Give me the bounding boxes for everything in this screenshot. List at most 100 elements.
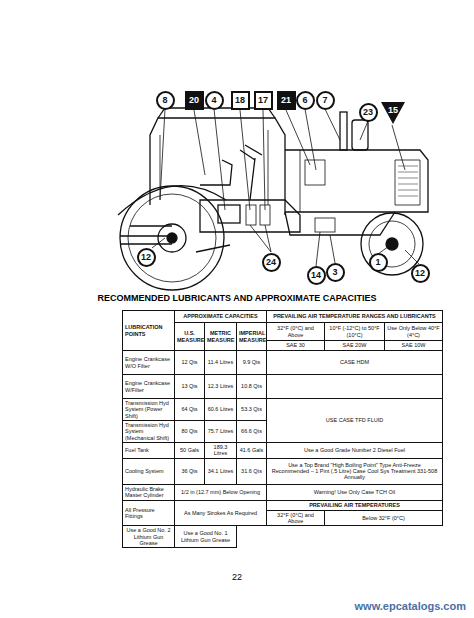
page-number: 22: [0, 572, 474, 582]
cell-text: SAE 20W: [343, 342, 367, 348]
callout-number: 23: [359, 103, 378, 122]
cell-text: Fuel Tank: [125, 447, 149, 453]
table-cell: SAE 10W: [385, 341, 443, 351]
table-cell: SAE 20W: [325, 341, 385, 351]
cell-text: 80 Qts: [181, 428, 197, 434]
table-cell: Below 32°F (0°C): [325, 510, 443, 526]
watermark: www.epcatalogs.com: [355, 600, 466, 612]
cell-text: 12 Qts: [181, 359, 197, 365]
table-cell: Transmission Hyd System (Mechanical Shif…: [123, 421, 175, 443]
table-cell: 60.6 Litres: [205, 399, 237, 421]
callout-text: 17: [258, 95, 268, 105]
table-cell: APPROXIMATE CAPACITIES: [175, 311, 267, 323]
callout-number: 8: [156, 91, 175, 110]
table-cell: 36 Qts: [175, 458, 205, 484]
callout-text: 8: [162, 95, 167, 105]
table-cell: Use a Good Grade Number 2 Diesel Fuel: [267, 443, 443, 459]
table-cell: Engine Crankcase W/Filter: [123, 375, 175, 399]
table-cell: 11.4 Litres: [205, 351, 237, 375]
callout-text: 20: [189, 95, 199, 105]
table-cell: 12.3 Litres: [205, 375, 237, 399]
table-cell: SAE 30: [267, 341, 325, 351]
callout-number: 17: [254, 91, 273, 110]
cell-text: U.S. MEASURE: [177, 330, 205, 342]
table-cell: 53.3 Qts: [237, 399, 267, 421]
table-cell: METRIC MEASURE: [205, 323, 237, 351]
cell-text: Use a Good No. 2 Lithium Gun Grease: [126, 527, 170, 546]
table-cell: 80 Qts: [175, 421, 205, 443]
cell-text: 189.3 Litres: [214, 444, 228, 456]
cell-text: Hydraulic Brake Master Cylinder: [125, 486, 164, 498]
table-cell: 50 Gals: [175, 443, 205, 459]
callout-text: 21: [281, 95, 291, 105]
cell-text: Warning! Use Only Case TCH Oil: [314, 489, 395, 495]
callout-text: 4: [211, 95, 216, 105]
table-cell: 189.3 Litres: [205, 443, 237, 459]
table-cell: Cooling System: [123, 458, 175, 484]
cell-text: IMPERIAL MEASURE: [239, 330, 267, 342]
table-cell: Engine Crankcase W/O Filter: [123, 351, 175, 375]
callout-number: 20: [185, 91, 204, 110]
cell-text: SAE 30: [286, 342, 305, 348]
callout-number: 12: [411, 264, 430, 283]
cell-text: Cooling System: [125, 468, 164, 474]
cell-text: 32°F (0°C) and Above: [277, 512, 314, 524]
table-cell: 66.6 Qts: [237, 421, 267, 443]
table-cell: PREVAILING AIR TEMPERATURES: [267, 500, 443, 510]
cell-text: CASE HDM: [340, 359, 369, 365]
callout-text: 3: [332, 267, 337, 277]
cell-text: Below 32°F (0°C): [362, 515, 405, 521]
callout-text: 24: [266, 257, 276, 267]
table-cell: Use a Good No. 2 Lithium Gun Grease: [123, 526, 175, 548]
cell-text: 12.3 Litres: [208, 383, 234, 389]
cell-text: As Many Strokes As Required: [184, 510, 257, 516]
callout-text: 6: [302, 95, 307, 105]
callout-text: 1: [375, 257, 380, 267]
table-cell: PREVAILING AIR TEMPERATURE RANGES AND LU…: [267, 311, 443, 323]
table-cell: Hydraulic Brake Master Cylinder: [123, 484, 175, 500]
callout-number: 18: [231, 91, 250, 110]
table-cell: 41.6 Gals: [237, 443, 267, 459]
cell-text: 53.3 Qts: [241, 406, 262, 412]
cell-text: 66.6 Qts: [241, 428, 262, 434]
cell-text: APPROXIMATE CAPACITIES: [183, 313, 257, 319]
figure-title: RECOMMENDED LUBRICANTS AND APPROXIMATE C…: [0, 293, 474, 303]
cell-text: PREVAILING AIR TEMPERATURES: [309, 502, 400, 508]
cell-text: 32°F (0°C) and Above: [277, 325, 314, 337]
cell-text: Engine Crankcase W/O Filter: [125, 356, 170, 368]
cell-text: All Pressure Fittings: [125, 507, 155, 519]
callout-number: 12: [137, 248, 156, 267]
lubricant-table: LUBRICATION POINTSAPPROXIMATE CAPACITIES…: [122, 310, 443, 548]
callout-number: 6: [296, 91, 315, 110]
callout-text: 15: [388, 105, 398, 115]
table-cell: 75.7 Litres: [205, 421, 237, 443]
cell-text: 60.6 Litres: [208, 406, 234, 412]
cell-text: 34.1 Litres: [208, 468, 234, 474]
cell-text: Transmission Hyd System (Mechanical Shif…: [125, 422, 169, 441]
table-cell: Transmission Hyd System (Power Shift): [123, 399, 175, 421]
table-cell: Warning! Use Only Case TCH Oil: [267, 484, 443, 500]
table-cell: 12 Qts: [175, 351, 205, 375]
table-cell: 64 Qts: [175, 399, 205, 421]
cell-text: Use a Good Grade Number 2 Diesel Fuel: [304, 447, 405, 453]
table-cell: Use a Good No. 1 Lithium Gun Grease: [175, 526, 237, 548]
cell-text: 41.6 Gals: [240, 447, 264, 453]
table-cell: Use a Top Brand "High Boiling Point" Typ…: [267, 458, 443, 484]
table-cell: 1/2 in (12.7 mm) Below Opening: [175, 484, 267, 500]
cell-text: Engine Crankcase W/Filter: [125, 380, 170, 392]
cell-text: Use Only Below 40°F (4°C): [387, 325, 439, 337]
cell-text: 50 Gals: [180, 447, 199, 453]
table-cell: Fuel Tank: [123, 443, 175, 459]
cell-text: 1/2 in (12.7 mm) Below Opening: [181, 489, 260, 495]
cell-text: 36 Qts: [181, 468, 197, 474]
table-cell: USE CASE TFD FLUID: [267, 399, 443, 443]
callout-number: 7: [316, 91, 335, 110]
cell-text: METRIC MEASURE: [207, 330, 235, 342]
table-cell: 32°F (0°C) and Above: [267, 323, 325, 341]
callout-number: 1: [369, 253, 388, 272]
callout-text: 12: [415, 268, 425, 278]
callout-number: 15: [380, 101, 406, 125]
callout-number: 14: [307, 266, 326, 285]
table-cell: 13 Qts: [175, 375, 205, 399]
table-cell: 9.9 Qts: [237, 351, 267, 375]
